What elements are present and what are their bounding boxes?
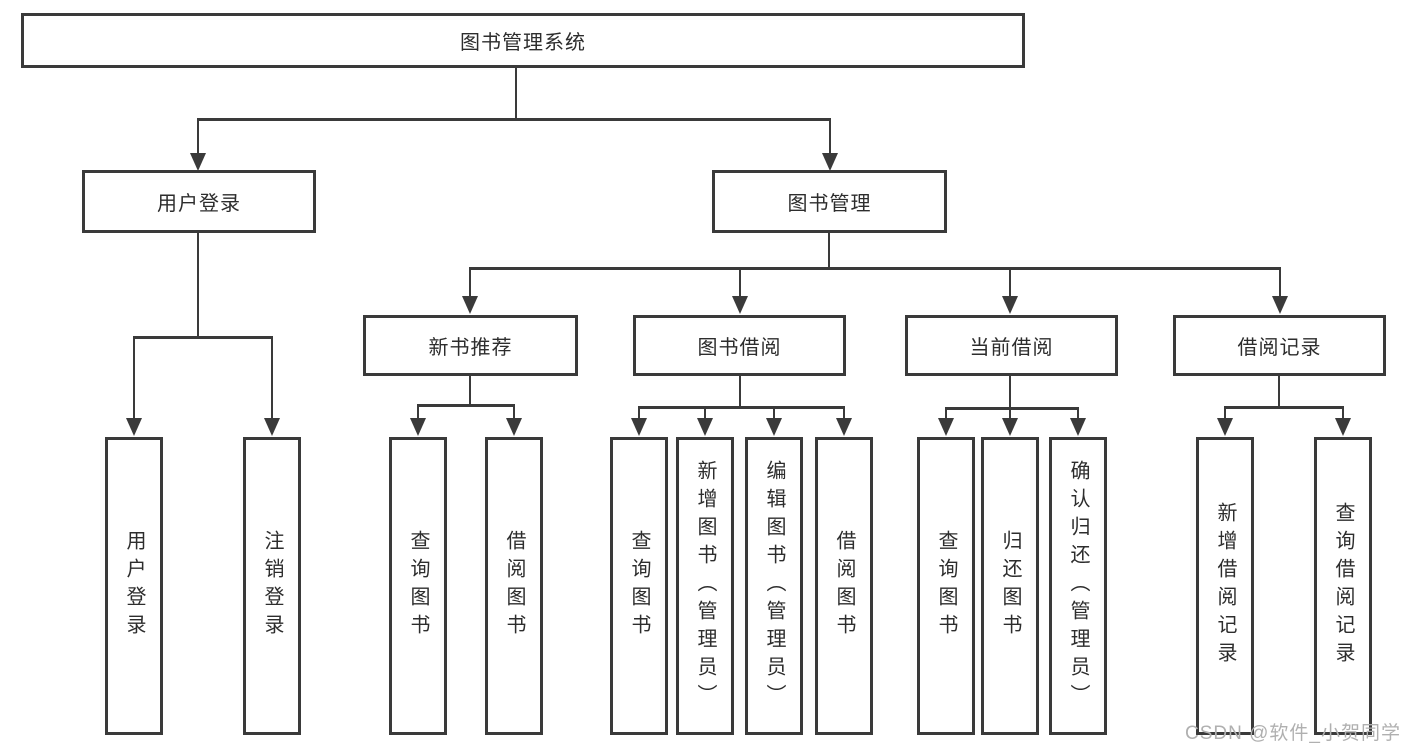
csdn-watermark: CSDN @软件_小贺同学 (1185, 723, 1401, 744)
node-new-book-recommend-label: 新书推荐 (428, 337, 513, 359)
connector-records-bar (1224, 406, 1344, 409)
connector-current-stub (1009, 374, 1011, 410)
node-library-system-label: 图书管理系统 (460, 32, 586, 54)
node-user-login-label: 用户登录 (157, 193, 241, 215)
connector-recommend-stub (469, 374, 471, 407)
node-logout: 注销登录 (243, 437, 301, 735)
node-edit-books-admin-label: 编辑图书（管理员） (763, 460, 785, 712)
node-book-borrow: 图书借阅 (633, 315, 846, 376)
node-add-borrow-record-label: 新增借阅记录 (1214, 502, 1236, 670)
node-edit-books-admin: 编辑图书（管理员） (745, 437, 803, 735)
arrow-down-icon (1070, 408, 1086, 436)
arrow-down-icon (410, 405, 426, 436)
node-user-login: 用户登录 (82, 170, 316, 233)
connector-borrow-bar (638, 406, 845, 409)
arrow-down-icon (822, 119, 838, 171)
node-user-login-leaf-label: 用户登录 (123, 530, 145, 642)
connector-records-stub (1278, 374, 1280, 409)
node-query-books-recommend-label: 查询图书 (407, 530, 429, 642)
node-current-borrow: 当前借阅 (905, 315, 1118, 376)
connector-current-bar (945, 407, 1079, 410)
connector-root-bar (197, 118, 831, 121)
node-query-books-current: 查询图书 (917, 437, 975, 735)
node-borrow-books: 借阅图书 (815, 437, 873, 735)
node-book-management-label: 图书管理 (787, 193, 872, 215)
node-borrow-records-label: 借阅记录 (1237, 337, 1322, 359)
node-return-books: 归还图书 (981, 437, 1039, 735)
node-new-book-recommend: 新书推荐 (363, 315, 578, 376)
arrow-down-icon (462, 268, 478, 314)
node-borrow-records: 借阅记录 (1173, 315, 1386, 376)
node-current-borrow-label: 当前借阅 (969, 337, 1054, 359)
node-confirm-return-admin-label: 确认归还（管理员） (1067, 460, 1089, 712)
arrow-down-icon (264, 337, 280, 436)
node-add-borrow-record: 新增借阅记录 (1196, 437, 1254, 735)
connector-borrow-stub (739, 374, 741, 409)
node-book-borrow-label: 图书借阅 (697, 337, 782, 359)
node-query-books-recommend: 查询图书 (389, 437, 447, 735)
connector-login-bar (133, 336, 273, 339)
node-confirm-return-admin: 确认归还（管理员） (1049, 437, 1107, 735)
node-library-system: 图书管理系统 (21, 13, 1025, 68)
node-add-books-admin-label: 新增图书（管理员） (694, 460, 716, 712)
arrow-down-icon (1002, 408, 1018, 436)
arrow-down-icon (1272, 268, 1288, 314)
node-borrow-books-label: 借阅图书 (833, 530, 855, 642)
node-query-books-borrow: 查询图书 (610, 437, 668, 735)
arrow-down-icon (126, 337, 142, 436)
arrow-down-icon (1002, 268, 1018, 314)
arrow-down-icon (1217, 407, 1233, 436)
arrow-down-icon (836, 407, 852, 436)
connector-recommend-bar (417, 404, 515, 407)
arrow-down-icon (631, 407, 647, 436)
node-query-books-current-label: 查询图书 (935, 530, 957, 642)
node-query-borrow-record-label: 查询借阅记录 (1332, 502, 1354, 670)
node-borrow-books-recommend: 借阅图书 (485, 437, 543, 735)
node-logout-label: 注销登录 (261, 530, 283, 642)
connector-mgmt-stub (828, 231, 830, 270)
node-query-books-borrow-label: 查询图书 (628, 530, 650, 642)
node-book-management: 图书管理 (712, 170, 947, 233)
connector-root-stub (515, 68, 517, 121)
arrow-down-icon (1335, 407, 1351, 436)
arrow-down-icon (938, 408, 954, 436)
node-add-books-admin: 新增图书（管理员） (676, 437, 734, 735)
connector-mgmt-bar (469, 267, 1281, 270)
node-user-login-leaf: 用户登录 (105, 437, 163, 735)
arrow-down-icon (766, 407, 782, 436)
arrow-down-icon (732, 268, 748, 314)
node-return-books-label: 归还图书 (999, 530, 1021, 642)
node-borrow-books-recommend-label: 借阅图书 (503, 530, 525, 642)
arrow-down-icon (506, 405, 522, 436)
node-query-borrow-record: 查询借阅记录 (1314, 437, 1372, 735)
arrow-down-icon (697, 407, 713, 436)
arrow-down-icon (190, 119, 206, 171)
connector-login-stub (197, 231, 199, 339)
